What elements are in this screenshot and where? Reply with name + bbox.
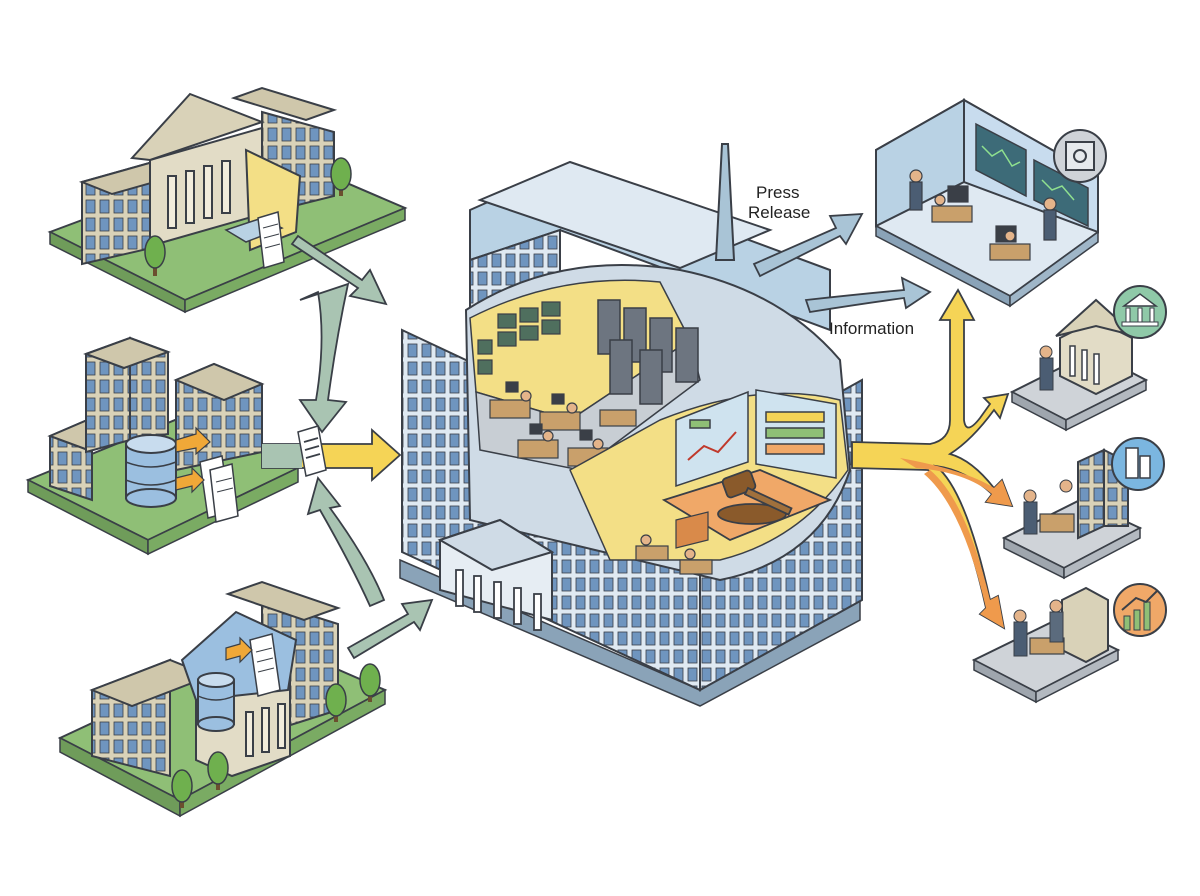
document-icon — [297, 425, 327, 477]
court-desks — [635, 511, 713, 575]
trader-desks — [489, 381, 637, 467]
press-release-label-line2: Release — [748, 203, 810, 222]
database-icon — [125, 434, 177, 508]
database-icon — [197, 672, 235, 732]
server-racks — [597, 299, 699, 405]
information-arrow — [804, 276, 932, 314]
office-platform — [1001, 437, 1165, 580]
trading-room — [875, 98, 1107, 308]
display-screens — [675, 389, 837, 488]
central-institution-building — [399, 143, 863, 707]
growth-chart-icon — [1113, 583, 1167, 637]
document-icon — [249, 633, 281, 697]
antenna-icon — [714, 143, 736, 261]
press-release-label-line1: Press — [756, 183, 799, 202]
document-icon — [199, 455, 239, 523]
information-label: Information — [829, 319, 914, 338]
inbound-arrows — [261, 234, 434, 660]
office-building-icon — [1111, 437, 1165, 491]
trading-desks — [909, 169, 1057, 261]
bank-icon — [1113, 285, 1167, 339]
source-building-bottom — [57, 580, 388, 818]
source-building-top — [47, 86, 408, 314]
business-platform — [971, 583, 1167, 704]
source-building-middle — [25, 336, 301, 556]
bank-platform — [1009, 285, 1167, 432]
tree-icon — [171, 663, 381, 808]
press-release-arrow — [752, 213, 864, 278]
gavel-icon — [717, 469, 793, 525]
outbound-arrows — [752, 213, 1014, 630]
document-icon — [257, 211, 285, 269]
tree-icon — [144, 157, 352, 276]
safe-icon — [1053, 129, 1107, 183]
chart-monitor — [975, 122, 1089, 228]
monitor-wall — [477, 301, 561, 375]
